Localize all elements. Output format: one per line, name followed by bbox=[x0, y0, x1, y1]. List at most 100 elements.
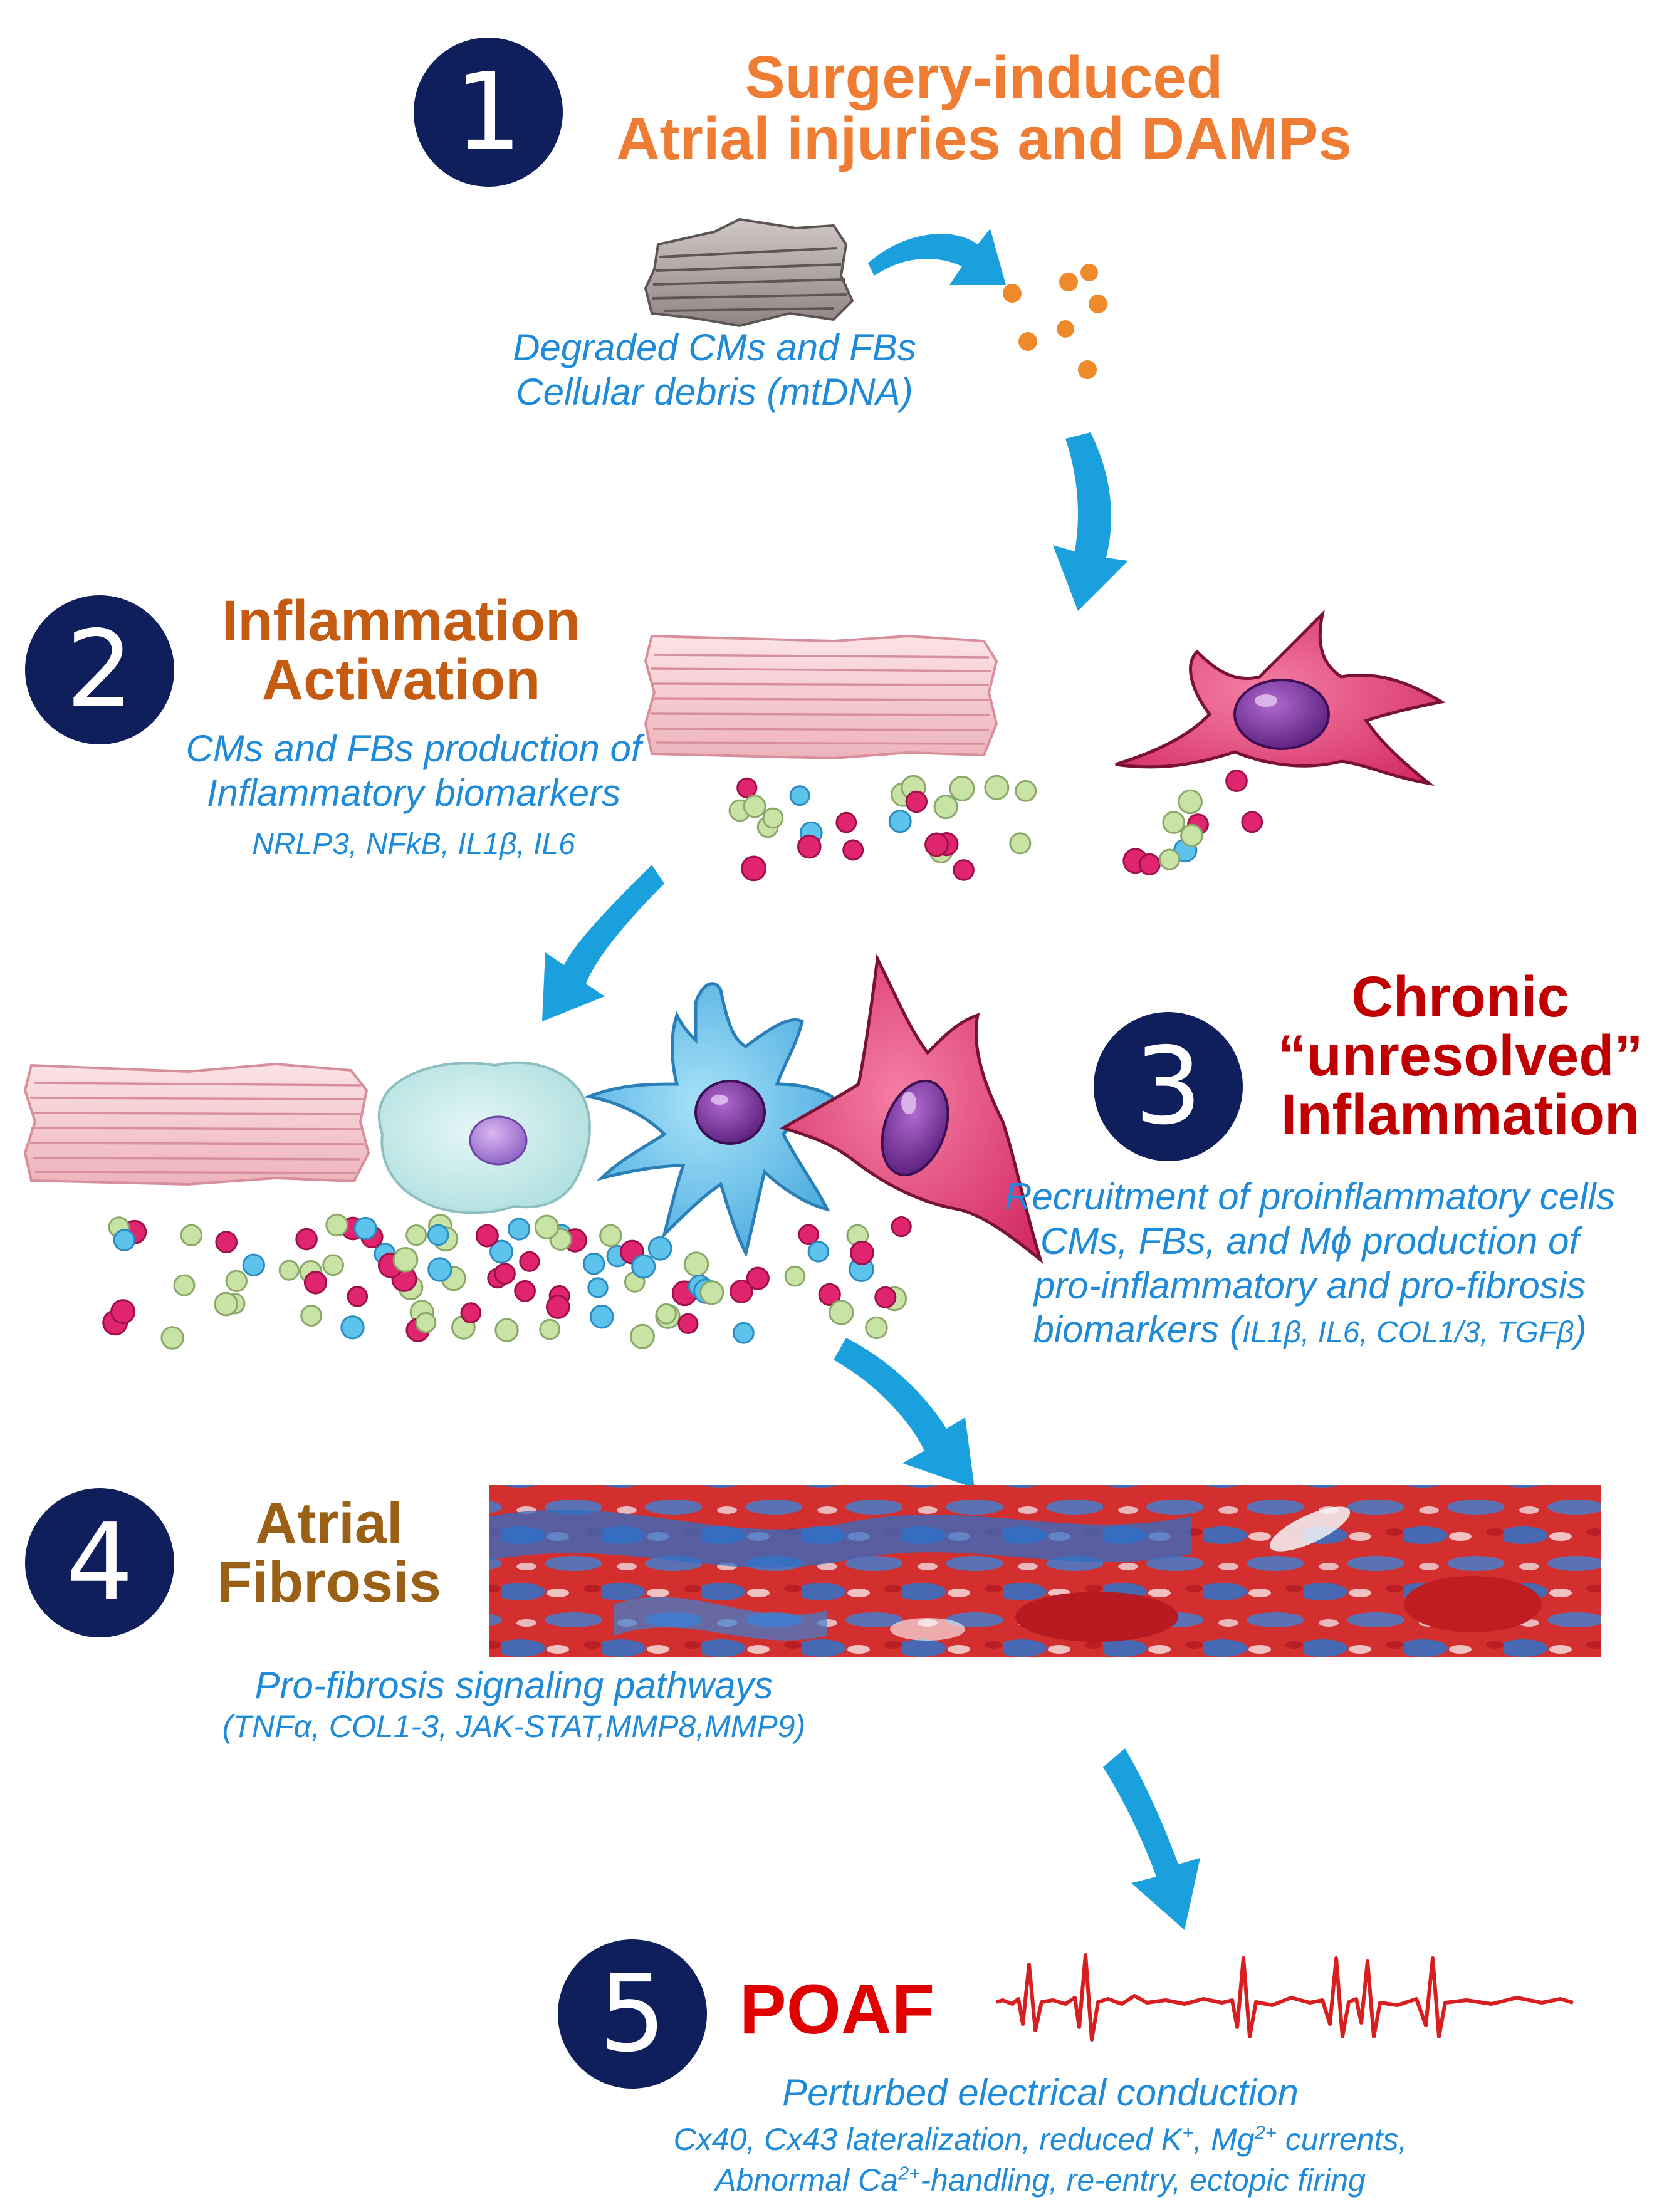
step-5-number: 5 bbox=[598, 1952, 667, 2076]
step-3-description-line-4: biomarkers (IL1β, IL6, COL1/3, TGFβ) bbox=[946, 1308, 1673, 1352]
cytokine-bead bbox=[427, 1257, 452, 1282]
cytokine-bead bbox=[347, 1286, 369, 1307]
cytokine-bead bbox=[1162, 811, 1185, 834]
step-3-title-line-3: Inflammation bbox=[1280, 1082, 1640, 1147]
cytokine-bead bbox=[508, 1218, 531, 1241]
cytokine-bead bbox=[110, 1299, 136, 1325]
fibroblast-icon-step3 bbox=[780, 953, 1043, 1264]
cytokine-bead bbox=[888, 810, 912, 833]
step-4-circle: 4 bbox=[25, 1488, 174, 1637]
degraded-cell-icon bbox=[644, 217, 854, 328]
cytokine-bead bbox=[242, 1253, 265, 1276]
cytokine-bead bbox=[475, 1224, 499, 1248]
cytokine-bead bbox=[762, 807, 784, 829]
cytokine-bead bbox=[789, 785, 810, 806]
cytokine-bead bbox=[949, 775, 975, 801]
step-5-detail-1c: currents, bbox=[1276, 2122, 1408, 2157]
step-1-circle: 1 bbox=[414, 38, 563, 187]
cytokine-bead bbox=[829, 1300, 854, 1325]
step-5-detail-1a-sup: + bbox=[1182, 2121, 1194, 2144]
cytokine-bead bbox=[924, 832, 949, 857]
step-5-detail-1a: Cx40, Cx43 lateralization, reduced K bbox=[673, 2122, 1183, 2157]
cytokine-bead bbox=[798, 1224, 819, 1246]
cytokine-bead bbox=[587, 1277, 609, 1298]
step-3-title-line-1: Chronic bbox=[1351, 965, 1569, 1029]
cytokine-bead bbox=[818, 1283, 841, 1306]
cytokine-bead bbox=[797, 834, 822, 859]
cytokine-bead bbox=[278, 1260, 300, 1281]
step-2-description-line-2: Inflammatory biomarkers bbox=[206, 771, 621, 814]
cytokine-bead bbox=[736, 777, 758, 798]
step-1-number: 1 bbox=[454, 50, 523, 174]
step-2-description: CMs and FBs production of Inflammatory b… bbox=[138, 727, 689, 816]
cytokine-bead bbox=[741, 855, 766, 882]
step-5-detail-line-1: Cx40, Cx43 lateralization, reduced K+, M… bbox=[489, 2121, 1592, 2158]
step-4-title: Atrial Fibrosis bbox=[188, 1494, 470, 1614]
cytokine-bead bbox=[405, 1224, 427, 1246]
cytokine-bead bbox=[874, 1286, 897, 1308]
cytokine-bead bbox=[215, 1231, 238, 1253]
cytokine-bead bbox=[225, 1270, 248, 1293]
step-4-description-line-2: (TNFα, COL1-3, JAK-STAT,MMP8,MMP9) bbox=[222, 1708, 806, 1744]
cytokine-bead bbox=[519, 1251, 540, 1272]
cytokine-bead bbox=[489, 1239, 513, 1264]
cytokine-bead bbox=[984, 775, 1010, 800]
step-4-number: 4 bbox=[65, 1501, 134, 1625]
step-2-title-line-2: Activation bbox=[261, 647, 541, 712]
step-3-title-line-2: “unresolved” bbox=[1277, 1023, 1643, 1088]
flow-arrows bbox=[542, 229, 1200, 1930]
step-3-description-line-3: pro-inflammatory and pro-fibrosis bbox=[1033, 1264, 1586, 1307]
cytokine-bead bbox=[589, 1304, 614, 1329]
step-4-description: Pro-fibrosis signaling pathways (TNFα, C… bbox=[125, 1664, 902, 1745]
cytokine-bead bbox=[180, 1224, 202, 1247]
ecg-trace bbox=[996, 1953, 1574, 2042]
cytokine-bead bbox=[1180, 823, 1203, 847]
step-5-detail-1b: , Mg bbox=[1193, 2122, 1255, 2157]
cytokine-bead bbox=[683, 1251, 709, 1277]
cytokine-bead bbox=[891, 1216, 912, 1238]
cytokine-bead bbox=[865, 1316, 888, 1340]
cytokine-bead bbox=[1015, 780, 1037, 802]
step-3-biomarkers: IL1β, IL6, COL1/3, TGFβ bbox=[1242, 1316, 1574, 1350]
step-5-detail-2a-sup: 2+ bbox=[897, 2162, 921, 2184]
cytokine-bead bbox=[494, 1318, 519, 1342]
cytokine-bead bbox=[582, 1252, 605, 1275]
macrophage-icon bbox=[583, 982, 843, 1258]
step-3-biomarkers-suffix: ) bbox=[1574, 1308, 1587, 1351]
cardiomyocyte-icon bbox=[644, 634, 998, 760]
cytokine-bead bbox=[746, 1266, 770, 1290]
cytokine-bead bbox=[173, 1274, 196, 1296]
step-2-description-line-1: CMs and FBs production of bbox=[186, 728, 642, 770]
step-3-number: 3 bbox=[1134, 1025, 1203, 1149]
cytokine-bead bbox=[842, 839, 864, 861]
cytokine-bead bbox=[415, 1312, 437, 1333]
cytokine-bead bbox=[599, 1224, 622, 1248]
step-2-number: 2 bbox=[65, 608, 134, 732]
step-5-detail-2a: Abnormal Ca bbox=[715, 2162, 898, 2198]
cytokine-bead bbox=[303, 1271, 328, 1295]
cytokine-bead bbox=[1159, 848, 1181, 870]
cytokine-bead bbox=[1009, 832, 1032, 855]
step-1-title-line-2: Atrial injuries and DAMPs bbox=[616, 105, 1352, 172]
cytokine-bead bbox=[340, 1315, 365, 1340]
cytokine-bead bbox=[353, 1216, 377, 1240]
cytokine-bead bbox=[743, 795, 766, 818]
cytokine-bead bbox=[733, 1322, 755, 1344]
fibrosis-histology-image bbox=[489, 1485, 1601, 1657]
step-3-circle: 3 bbox=[1094, 1012, 1243, 1161]
step-3-title: Chronic “unresolved” Inflammation bbox=[1247, 968, 1673, 1144]
cytokine-bead bbox=[392, 1247, 419, 1273]
cytokine-bead bbox=[933, 795, 958, 820]
step-4-title-line-2: Fibrosis bbox=[217, 1550, 441, 1614]
step-5-detail-line-2: Abnormal Ca2+-handling, re-entry, ectopi… bbox=[489, 2162, 1592, 2199]
step-3-description: Recruitment of proinflammatory cells CMs… bbox=[946, 1175, 1673, 1352]
step-5-detail-1b-sup: 2+ bbox=[1254, 2121, 1277, 2144]
monocyte-icon bbox=[377, 1061, 591, 1214]
cytokine-bead bbox=[835, 811, 857, 833]
cytokine-bead bbox=[427, 1224, 449, 1246]
cytokine-bead bbox=[807, 1241, 830, 1263]
cytokine-bead bbox=[730, 1280, 753, 1303]
cytokine-bead bbox=[322, 1254, 344, 1276]
